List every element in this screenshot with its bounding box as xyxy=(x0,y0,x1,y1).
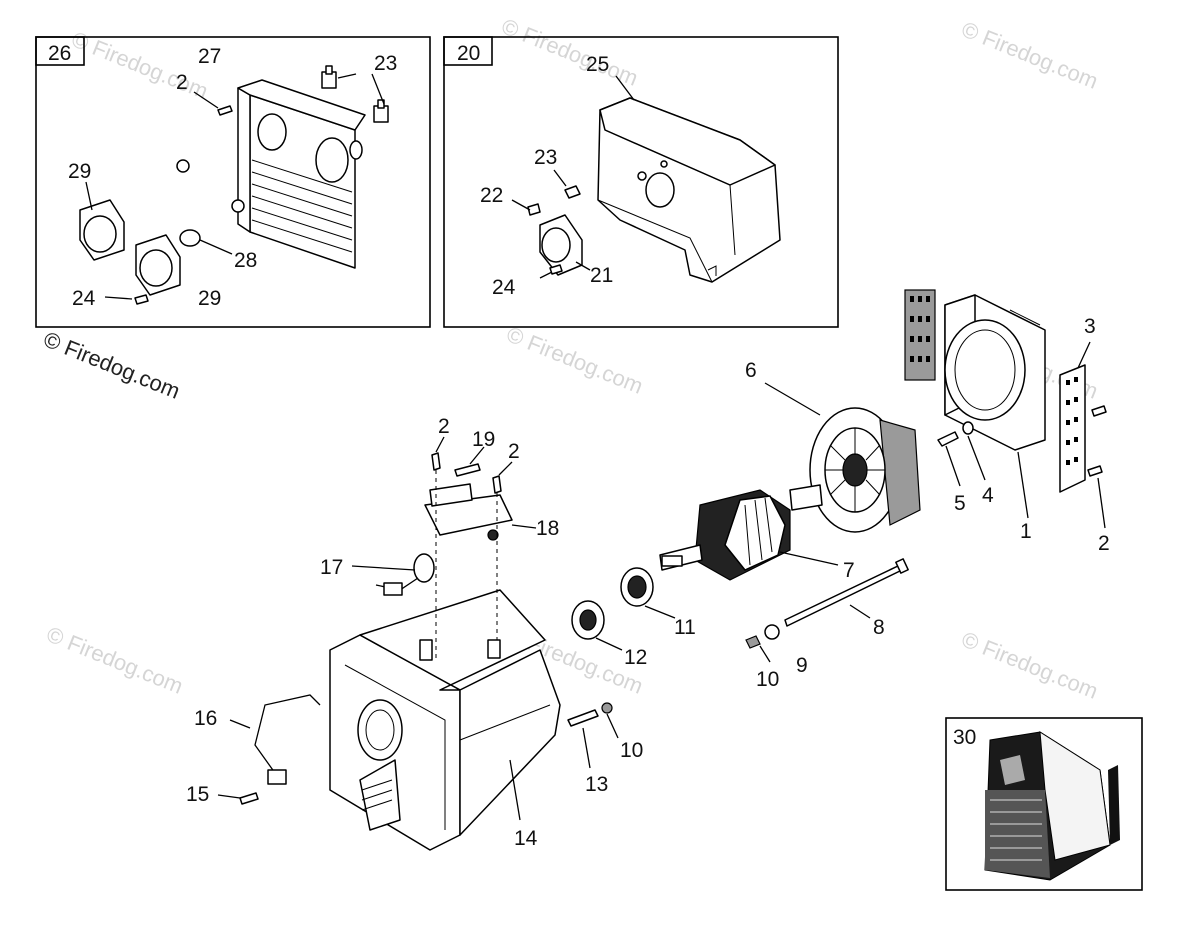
inset-30-label: 30 xyxy=(953,726,976,749)
screw xyxy=(527,203,541,216)
callout-15: 15 xyxy=(186,783,209,806)
receptacle xyxy=(539,214,583,276)
plug-cap xyxy=(179,229,201,247)
inset-30: 30 xyxy=(945,717,1143,891)
callout-24: 24 xyxy=(72,287,96,310)
nut xyxy=(745,635,761,649)
callout-16: 16 xyxy=(194,707,217,730)
inset-20-label: 20 xyxy=(457,42,480,65)
leader-lines xyxy=(217,341,1106,821)
cooling-fan xyxy=(809,407,921,533)
screw xyxy=(431,452,441,471)
callout-7: 7 xyxy=(843,559,855,582)
inset-20-tag xyxy=(443,36,493,66)
callout-18: 18 xyxy=(536,517,559,540)
connector xyxy=(267,769,287,785)
callout-27: 27 xyxy=(198,45,221,68)
callout-29: 29 xyxy=(68,160,91,183)
callout-25: 25 xyxy=(586,53,609,76)
watermark: © Firedog.com xyxy=(68,26,211,103)
callout-9: 9 xyxy=(796,654,808,677)
watermark-primary: © Firedog.com xyxy=(40,326,183,403)
callout-10: 10 xyxy=(756,668,779,691)
callout-2: 2 xyxy=(1098,532,1110,555)
leader-lines xyxy=(511,75,635,279)
breaker-tab xyxy=(564,185,581,199)
receptacle xyxy=(79,199,181,296)
callout-2: 2 xyxy=(438,415,450,438)
screw xyxy=(1087,465,1103,477)
assembly-guides xyxy=(435,470,498,660)
callout-2: 2 xyxy=(176,71,188,94)
inset-26-tag xyxy=(35,36,85,66)
screw xyxy=(239,792,259,805)
callout-23: 23 xyxy=(374,52,397,75)
mount-boss xyxy=(419,639,433,661)
callout-24: 24 xyxy=(492,276,516,299)
screw xyxy=(217,105,233,116)
callout-13: 13 xyxy=(585,773,608,796)
callout-12: 12 xyxy=(624,646,647,669)
inset-26: 26 xyxy=(35,36,431,328)
bearing xyxy=(620,567,654,607)
callout-6: 6 xyxy=(745,359,757,382)
callout-5: 5 xyxy=(954,492,966,515)
leader-lines xyxy=(85,73,385,300)
generator-cover xyxy=(597,97,781,283)
through-bolt xyxy=(784,558,909,627)
callout-28: 28 xyxy=(234,249,257,272)
callout-14: 14 xyxy=(514,827,538,850)
washer xyxy=(962,421,974,435)
washer xyxy=(764,624,780,640)
callout-8: 8 xyxy=(873,616,885,639)
callout-10: 10 xyxy=(620,739,643,762)
watermark: © Firedog.com xyxy=(498,13,641,90)
screw xyxy=(492,475,502,494)
inset-26-frame xyxy=(35,36,431,328)
callout-19: 19 xyxy=(472,428,495,451)
mount-boss xyxy=(487,639,501,659)
callout-17: 17 xyxy=(320,556,343,579)
rotor-armature xyxy=(659,484,823,581)
callout-4: 4 xyxy=(982,484,994,507)
callout-23: 23 xyxy=(534,146,557,169)
stator-housing xyxy=(329,589,561,851)
callout-29: 29 xyxy=(198,287,221,310)
callout-2: 2 xyxy=(508,440,520,463)
control-panel-plate xyxy=(176,79,366,269)
mounting-bracket xyxy=(1059,364,1086,493)
watermark: © Firedog.com xyxy=(503,321,646,398)
brush-holder xyxy=(424,483,513,541)
bearing xyxy=(571,600,605,640)
callout-3: 3 xyxy=(1084,315,1096,338)
callout-22: 22 xyxy=(480,184,503,207)
capacitor xyxy=(375,553,435,596)
inset-30-frame xyxy=(945,717,1143,891)
circuit-breaker xyxy=(321,65,389,123)
wire-harness xyxy=(254,694,321,781)
watermark: © Firedog.com xyxy=(958,16,1101,93)
nut xyxy=(601,702,613,714)
watermarks: © Firedog.com © Firedog.com © Firedog.co… xyxy=(40,13,1101,703)
end-bell-housing xyxy=(904,289,1046,451)
inset-26-label: 26 xyxy=(48,42,71,65)
watermark: © Firedog.com xyxy=(43,621,186,698)
bolt xyxy=(937,431,959,447)
callout-11: 11 xyxy=(674,616,696,639)
screw xyxy=(1091,405,1107,417)
inset-20: 20 25 23 22 24 21 xyxy=(443,36,839,328)
inset-20-frame xyxy=(443,36,839,328)
screw xyxy=(134,294,149,305)
callout-1: 1 xyxy=(1020,520,1032,543)
pin xyxy=(454,463,481,477)
stud xyxy=(567,709,599,727)
callout-21: 21 xyxy=(590,264,613,287)
main-assembly: 1 3 2 4 5 6 7 8 9 10 11 12 10 13 14 15 1… xyxy=(186,289,1110,851)
watermark: © Firedog.com xyxy=(958,626,1101,703)
generator-photo xyxy=(984,731,1120,881)
